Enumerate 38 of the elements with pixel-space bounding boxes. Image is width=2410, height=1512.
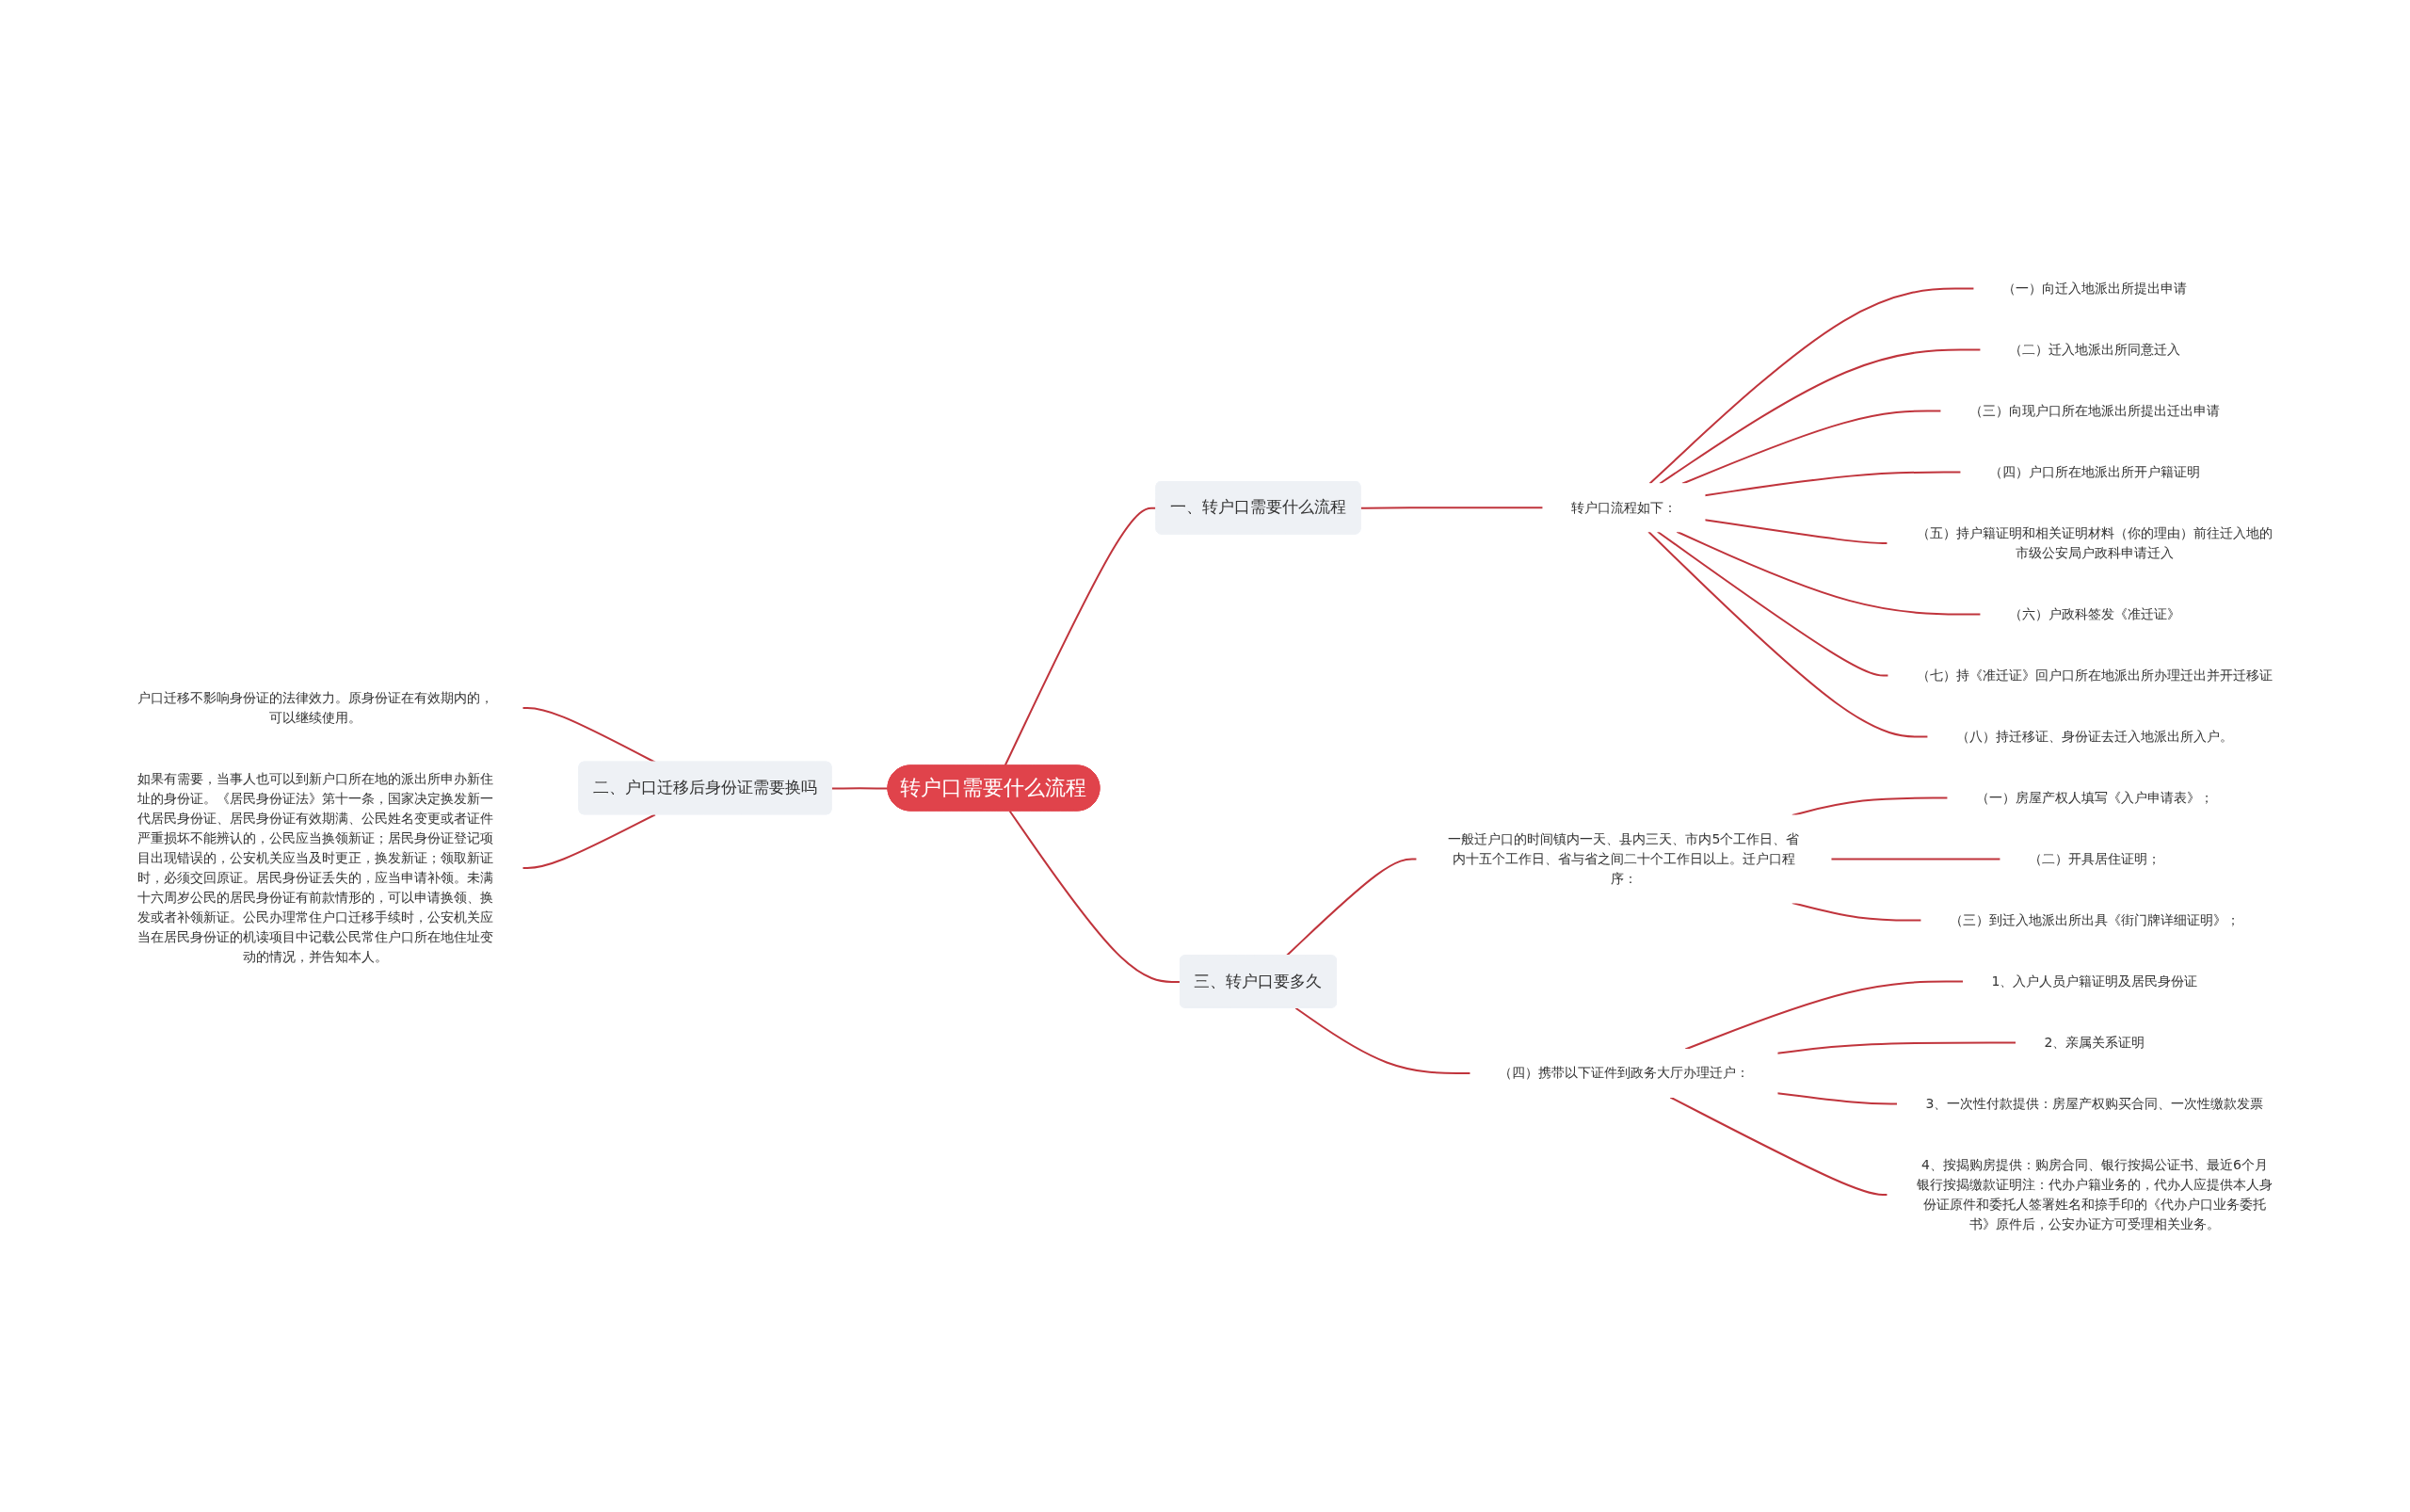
node-text: （四）户口所在地派出所开户籍证明 <box>1988 463 2200 479</box>
node-text: 4、按揭购房提供：购房合同、银行按揭公证书、最近6个月银行按揭缴款证明注：代办户籍业务的，代办人应提供本人身份证原件和委托人签署姓名和捺手印的《代办户口业务委托书》原件后，公安办证方可受理相关业务。 <box>1916 1156 2273 1231</box>
node-text: 户口迁移不影响身份证的法律效力。原身份证在有效期内的，可以继续使用。 <box>137 689 494 725</box>
node-text: （八）持迁移证、身份证去迁入地派出所入户。 <box>1955 728 2233 744</box>
connector <box>1659 348 1982 485</box>
connector <box>1704 471 1962 496</box>
connector <box>1669 1096 1888 1196</box>
connector <box>1704 518 1888 544</box>
connector <box>1648 287 1975 485</box>
node-text: （三）到迁入地派出所出具《街门牌详细证明》； <box>1949 911 2240 927</box>
node-text: （七）持《准迁证》回户口所在地派出所办理迁出并开迁移证 <box>1916 667 2273 683</box>
connector <box>522 812 656 869</box>
connector <box>1359 506 1544 509</box>
connector <box>1681 410 1942 485</box>
connector <box>1294 1006 1471 1074</box>
connector <box>1830 858 2001 860</box>
connector <box>1647 530 1929 737</box>
connector <box>1776 1091 1899 1104</box>
node-text: 转户口流程如下： <box>1570 499 1677 515</box>
node-text: （一）向迁入地派出所提出申请 <box>2001 280 2187 296</box>
node-text: 1、入户人员户籍证明及居民身份证 <box>1991 973 2198 989</box>
node-text: （二）迁入地派出所同意迁入 <box>2008 341 2180 357</box>
node-text: （六）户政科签发《准迁证》 <box>2008 605 2180 621</box>
node-text: 2、亲属关系证明 <box>2044 1034 2145 1050</box>
node-text: （二）开具居住证明； <box>2028 850 2161 866</box>
connector <box>1656 530 1889 676</box>
connector <box>1285 858 1418 957</box>
node-text: 一般迁户口的时间镇内一天、县内三天、市内5个工作日、省内十五个工作日、省与省之间二十个工作日以上。迁户口程序： <box>1448 830 1800 886</box>
node-text: （五）持户籍证明和相关证明材料（你的理由）前往迁入地的市级公安局户政科申请迁入 <box>1916 524 2273 560</box>
node-text: （一）房屋产权人填写《入户申请表》； <box>1975 789 2213 805</box>
connector <box>830 786 890 789</box>
node-text: （三）向现户口所在地派出所提出迁出申请 <box>1968 402 2220 418</box>
connector <box>1008 810 1181 983</box>
connector <box>1776 1041 2017 1054</box>
node-text: 3、一次性付款提供：房屋产权购买合同、一次性缴款发票 <box>1925 1095 2264 1111</box>
node-text: 如果有需要，当事人也可以到新户口所在地的派出所申办新住址的身份证。《居民身份证法》第十一条，国家决定换发新一代居民身份证、居民身份证有效期满、公民姓名变更或者证件严重损坏不能辨认的，公民应当换领新证；居民身份证登记项目出现错误的，公安机关应当及时更正，换发新证；领取新证时，必须交回原证。居民身份证丢失的，应当申请补领。未满十六周岁公民的居民身份证有前款情形的，可以申请换领、换发或者补领新证。公民办理常住户口迁移手续时，公安机关应当在居民身份证的机读项目中记载公民常住户口所在地住址变动的情况，并告知本人。 <box>137 770 494 964</box>
connector <box>1676 530 1982 615</box>
node-text: （四）携带以下证件到政务大厅办理迁户： <box>1498 1064 1749 1080</box>
